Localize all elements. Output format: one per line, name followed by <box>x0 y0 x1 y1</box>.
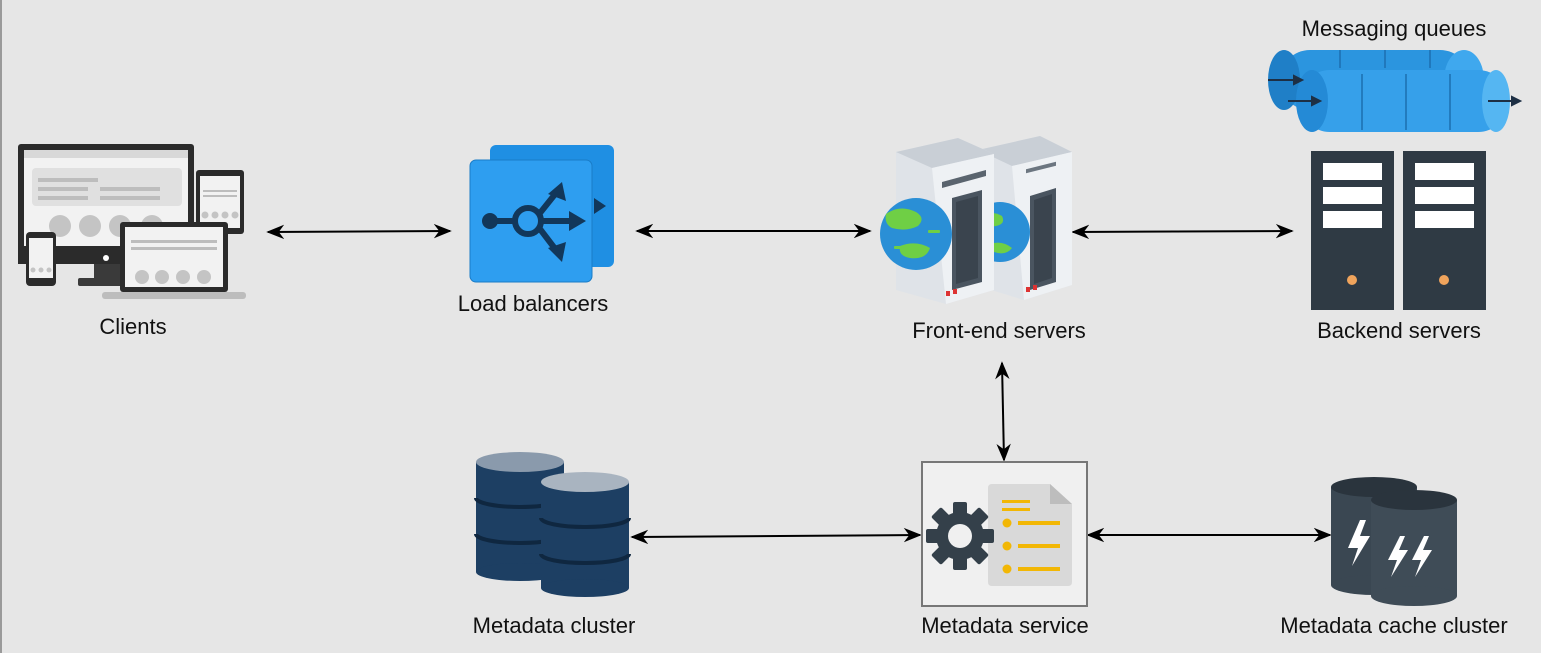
label-frontend-servers: Front-end servers <box>912 318 1086 343</box>
server-rack-icon <box>1311 151 1486 310</box>
database-icon <box>474 452 631 597</box>
edge-metadatacluster-metadataservice <box>630 527 922 545</box>
label-metadata-cluster: Metadata cluster <box>472 613 636 638</box>
edge-frontend-backend <box>1071 223 1294 240</box>
label-backend-servers: Backend servers <box>1317 318 1481 343</box>
settings-document-icon <box>921 461 1088 607</box>
queue-icon <box>1268 50 1523 132</box>
edges <box>266 223 1332 545</box>
devices-icon <box>18 144 246 299</box>
label-messaging-queues: Messaging queues <box>1301 16 1487 41</box>
left-border <box>0 0 2 653</box>
label-metadata-service: Metadata service <box>921 613 1089 638</box>
load-balancer-icon <box>469 145 614 283</box>
edge-frontend-metadataservice <box>995 361 1011 462</box>
label-metadata-cache-cluster: Metadata cache cluster <box>1280 613 1508 638</box>
label-load-balancers: Load balancers <box>457 291 609 316</box>
label-clients: Clients <box>99 314 167 339</box>
edge-clients-loadbalancers <box>266 223 452 240</box>
web-server-icon <box>880 136 1072 304</box>
cache-icon <box>1331 477 1457 606</box>
